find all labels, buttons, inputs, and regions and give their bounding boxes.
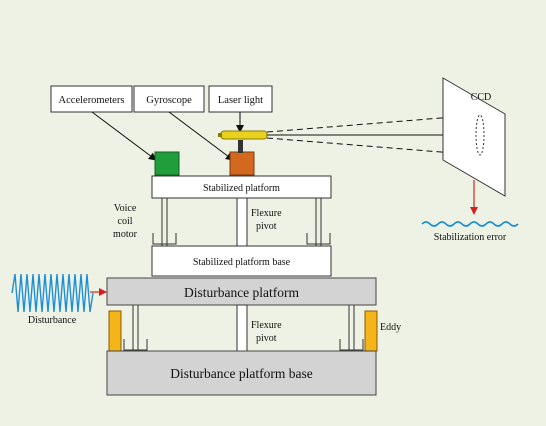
laser-light-label-box: Laser light <box>208 85 273 113</box>
eddy-sensor-left <box>108 310 122 352</box>
stabilized-platform-base <box>151 245 332 277</box>
disturbance-platform-label: Disturbance platform <box>184 285 300 300</box>
ccd-label: CCD <box>471 92 492 103</box>
disturbance-platform-base-label: Disturbance platform base <box>170 366 312 381</box>
svg-text:motor: motor <box>113 229 138 240</box>
disturbance-platform <box>106 277 377 306</box>
lower-flexure-pivot-label: Flexure pivot <box>251 320 282 344</box>
stabilization-error-label: Stabilization error <box>434 232 507 243</box>
gyroscope-label: Gyroscope <box>146 95 192 106</box>
disturbance-label: Disturbance <box>28 315 77 326</box>
stabilization-error-wave <box>421 221 519 227</box>
accelerometers-pointer-arrow <box>91 111 157 161</box>
gyroscope-label-box: Gyroscope <box>133 85 205 113</box>
svg-text:Flexure: Flexure <box>251 320 282 331</box>
svg-text:pivot: pivot <box>256 333 277 344</box>
ccd-screen: CCD <box>442 77 506 197</box>
voice-coil-motor-label: Voice coil motor <box>113 203 138 240</box>
laser-device <box>218 130 268 153</box>
eddy-label: Eddy <box>380 322 401 333</box>
stabilized-platform-label: Stabilized platform <box>203 183 280 194</box>
disturbance-wave <box>11 273 94 313</box>
stabilized-platform-base-label: Stabilized platform base <box>193 257 291 268</box>
upper-supports <box>152 198 331 246</box>
lower-supports <box>123 305 364 351</box>
laser-light-label: Laser light <box>218 95 263 106</box>
accelerometers-label-box: Accelerometers <box>50 85 133 113</box>
accelerometers-label: Accelerometers <box>59 95 125 106</box>
upper-flexure-pivot-label: Flexure pivot <box>251 208 282 232</box>
svg-text:Voice: Voice <box>114 203 137 214</box>
eddy-sensor-right <box>364 310 378 352</box>
disturbance-platform-base <box>106 350 377 396</box>
accelerometer-sensor <box>154 151 180 176</box>
gyroscope-sensor <box>229 151 255 176</box>
svg-text:Flexure: Flexure <box>251 208 282 219</box>
upper-flexure-pivot <box>236 197 248 247</box>
gyroscope-pointer-arrow <box>168 111 234 161</box>
svg-text:pivot: pivot <box>256 221 277 232</box>
lower-flexure-pivot <box>236 304 248 352</box>
svg-text:coil: coil <box>118 216 133 227</box>
